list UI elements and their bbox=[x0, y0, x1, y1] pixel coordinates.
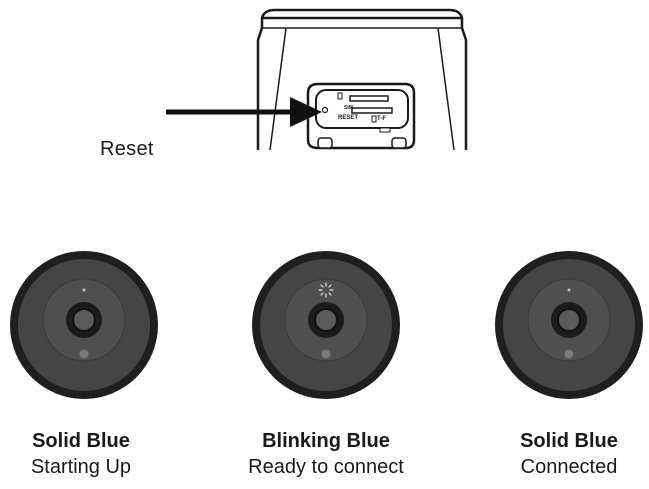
reset-arrow bbox=[166, 97, 322, 127]
state-caption-ready: Blinking Blue Ready to connect bbox=[216, 428, 436, 480]
reset-label: Reset bbox=[100, 138, 154, 160]
camera-blinking-blue bbox=[251, 250, 401, 400]
sensor-icon bbox=[564, 349, 574, 359]
state-title: Solid Blue bbox=[32, 430, 130, 452]
sensor-icon bbox=[321, 349, 331, 359]
reset-port-label: RESET bbox=[338, 115, 358, 121]
camera-solid-blue-connected bbox=[494, 250, 644, 400]
state-caption-starting: Solid Blue Starting Up bbox=[0, 428, 191, 480]
sim-label: SIM bbox=[344, 105, 353, 111]
device-bottom-illustration: SIM RESET T-F Reset bbox=[0, 0, 649, 160]
state-title: Solid Blue bbox=[520, 430, 618, 452]
sim-slot bbox=[351, 107, 393, 114]
state-subtitle: Ready to connect bbox=[248, 456, 404, 478]
device-illustration: SIM RESET T-F bbox=[166, 8, 468, 151]
state-caption-connected: Solid Blue Connected bbox=[459, 428, 649, 480]
status-light-icon bbox=[82, 288, 86, 292]
sensor-icon bbox=[79, 349, 89, 359]
state-subtitle: Starting Up bbox=[30, 456, 132, 478]
status-light-icon bbox=[567, 288, 571, 292]
reset-hole bbox=[321, 106, 329, 114]
tf-slot bbox=[349, 95, 389, 102]
camera-solid-blue-starting bbox=[9, 250, 159, 400]
port-panel bbox=[306, 82, 416, 150]
state-title: Blinking Blue bbox=[262, 430, 390, 452]
tf-label: T-F bbox=[377, 116, 386, 122]
state-subtitle: Connected bbox=[520, 456, 618, 478]
blinking-light-icon bbox=[318, 282, 334, 298]
